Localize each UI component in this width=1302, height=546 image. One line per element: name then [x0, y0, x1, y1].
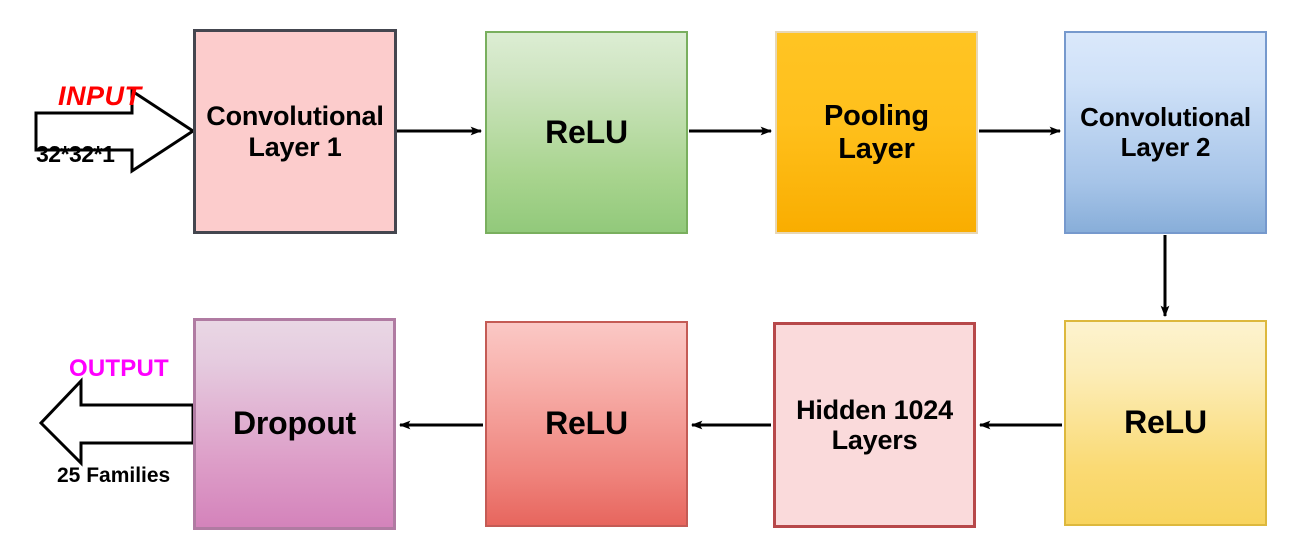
- input-dimension-label: 32*32*1: [36, 141, 115, 167]
- node-label: Pooling Layer: [824, 100, 929, 165]
- input-label: INPUT: [58, 81, 142, 111]
- output-block-arrow: [38, 377, 195, 467]
- node-convolutional-layer-2[interactable]: Convolutional Layer 2: [1064, 31, 1267, 234]
- node-label: ReLU: [1124, 404, 1207, 441]
- node-relu-3[interactable]: ReLU: [485, 321, 688, 527]
- node-convolutional-layer-1[interactable]: Convolutional Layer 1: [193, 29, 397, 234]
- node-label: ReLU: [545, 113, 628, 150]
- node-pooling-layer[interactable]: Pooling Layer: [775, 31, 978, 234]
- node-dropout[interactable]: Dropout: [193, 318, 396, 530]
- node-label: Convolutional Layer 2: [1080, 102, 1251, 162]
- node-label: Convolutional Layer 1: [206, 101, 384, 162]
- output-classes-label: 25 Families: [57, 464, 171, 487]
- node-hidden-layers[interactable]: Hidden 1024 Layers: [773, 322, 976, 528]
- input-block-arrow: [34, 88, 196, 174]
- node-relu-1[interactable]: ReLU: [485, 31, 688, 234]
- node-relu-2[interactable]: ReLU: [1064, 320, 1267, 526]
- node-label: ReLU: [545, 405, 628, 442]
- node-label: Dropout: [232, 405, 356, 442]
- output-label: OUTPUT: [69, 355, 169, 382]
- node-label: Hidden 1024 Layers: [796, 394, 953, 455]
